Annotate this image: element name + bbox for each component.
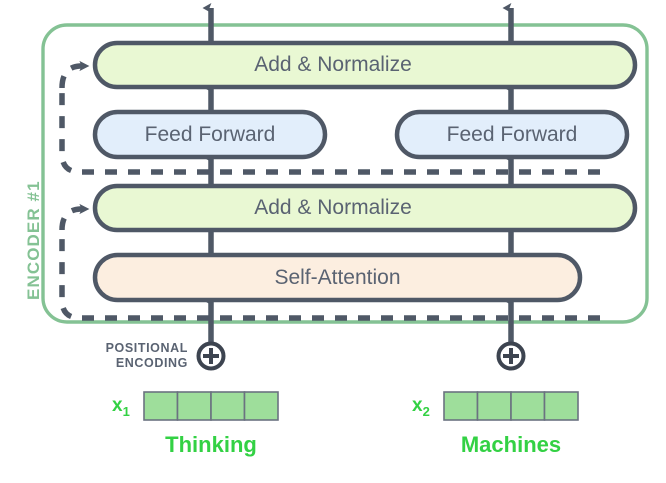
- block-feed-forward-1[interactable]: [92, 109, 328, 160]
- block-self-attention[interactable]: [92, 252, 583, 303]
- embedding-vector-2: [443, 391, 579, 421]
- residual-upper-dashed: [59, 88, 600, 175]
- block-add-normalize-bottom[interactable]: [92, 183, 638, 233]
- plus-circle-icon-right: [496, 341, 526, 371]
- embedding-vector-1: [143, 391, 279, 421]
- block-add-normalize-top[interactable]: [92, 40, 638, 90]
- plus-circle-icon-left: [196, 341, 226, 371]
- residual-lower-dashed: [59, 230, 600, 321]
- block-feed-forward-2[interactable]: [394, 109, 630, 160]
- encoder-boundary: [41, 23, 649, 324]
- residual-lower-arrow: [59, 203, 90, 231]
- residual-upper-arrow: [59, 60, 90, 89]
